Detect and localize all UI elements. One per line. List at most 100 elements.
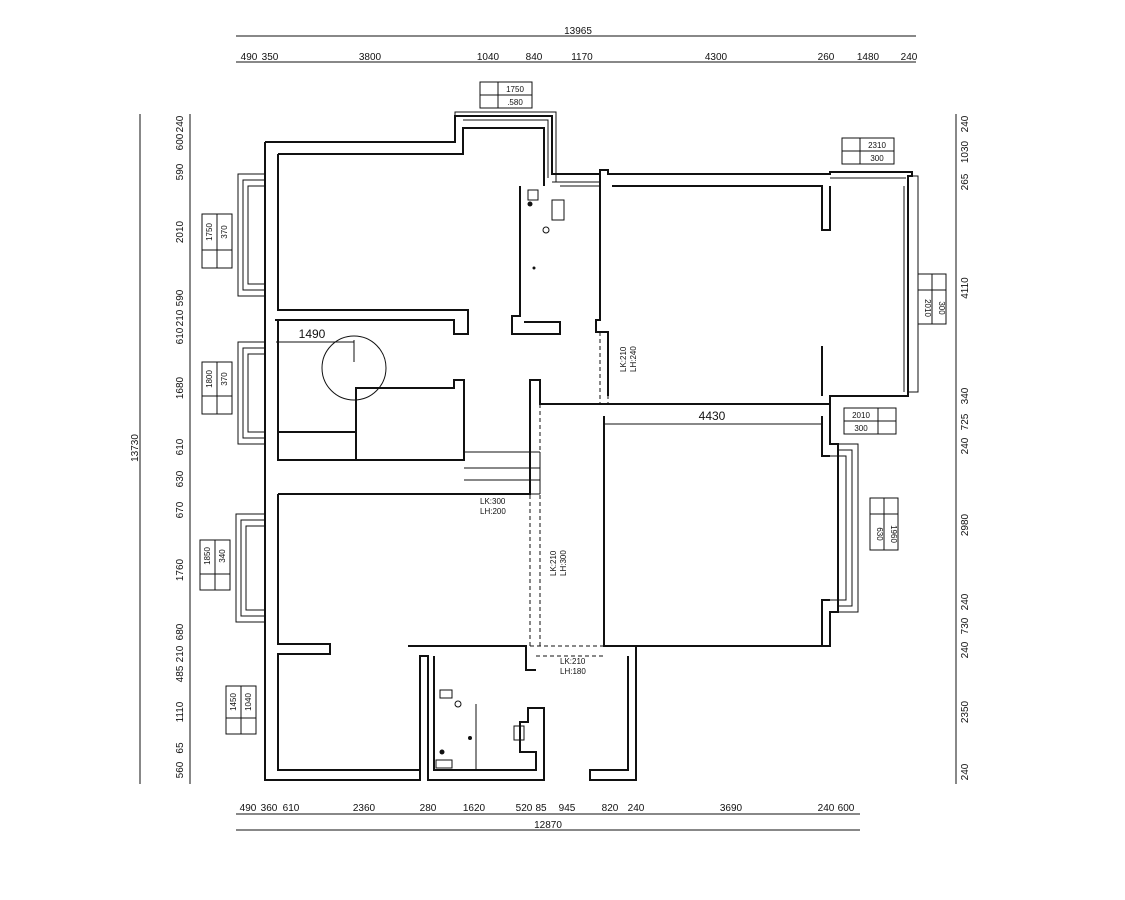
- window-tag-5-b: 300: [854, 424, 868, 433]
- window-tag-5: 2010 300: [843, 407, 897, 435]
- dim-top-5: 1170: [571, 52, 593, 63]
- dim-bottom-9: 820: [602, 803, 619, 814]
- dim-left-17: 560: [175, 761, 186, 778]
- dim-top-4: 840: [526, 52, 543, 63]
- opening-sub-1: LH:200: [480, 507, 506, 516]
- windows: [235, 111, 919, 623]
- window-tag-4: 2010 300: [917, 273, 947, 325]
- window-tag-5-a: 2010: [852, 411, 870, 420]
- dim-bottom-1: 360: [261, 803, 278, 814]
- window-tag-3: 1800 370: [201, 361, 233, 415]
- dim-right-11: 2350: [960, 700, 971, 723]
- opening-sub-0: LH:240: [629, 346, 638, 372]
- dim-right-5: 725: [960, 413, 971, 430]
- dim-bottom-0: 490: [240, 803, 257, 814]
- dim-right-2: 265: [960, 173, 971, 190]
- dim-bottom-10: 240: [628, 803, 645, 814]
- dim-right-3: 4110: [960, 277, 971, 299]
- dim-right-6: 240: [960, 437, 971, 454]
- dim-top-8: 1480: [857, 52, 880, 63]
- window-tag-4-b: 300: [937, 301, 946, 315]
- dim-left-16: 65: [175, 742, 186, 754]
- dims-right: 240 1030 265 4110 340 725 240 2980 240 7…: [960, 115, 971, 780]
- dim-left-13: 210: [175, 645, 186, 662]
- dim-top-6: 4300: [705, 52, 728, 63]
- dims-left: 240 600 590 2010 590 210 610 1680 610 63…: [175, 115, 186, 778]
- dim-left-5: 210: [175, 309, 186, 326]
- dim-bottom-5: 1620: [463, 803, 486, 814]
- dim-bottom-11: 3690: [720, 803, 743, 814]
- dim-left-7: 1680: [175, 376, 186, 399]
- door-swing: [276, 335, 387, 401]
- dashed-openings: [529, 332, 609, 657]
- window-tag-6-b: 630: [875, 527, 884, 541]
- window-tag-2: 1750 370: [201, 213, 233, 269]
- dim-right-12: 240: [960, 763, 971, 780]
- dim-left-0: 240: [175, 115, 186, 132]
- opening-label-0: LK:210: [619, 346, 628, 372]
- window-tag-1-a: 2310: [868, 141, 886, 150]
- dim-top-9: 240: [901, 52, 918, 63]
- dim-bottom-4: 280: [420, 803, 437, 814]
- fixtures: [435, 189, 565, 769]
- dim-right-7: 2980: [960, 513, 971, 536]
- window-tag-2-a: 1750: [205, 223, 214, 241]
- dim-4430: 4430: [699, 409, 726, 423]
- dim-right-8: 240: [960, 593, 971, 610]
- window-tag-7-b: 340: [218, 549, 227, 563]
- opening-label-1: LK:300: [480, 497, 506, 506]
- dim-left-15: 1110: [175, 701, 186, 722]
- dim-right-4: 340: [960, 387, 971, 404]
- dim-bottom-8: 945: [559, 803, 576, 814]
- opening-sub-3: LH:180: [560, 667, 586, 676]
- window-tags: 1750 .580 2310 300 1750 370 1800 370: [199, 81, 947, 735]
- walls: [264, 115, 913, 781]
- dim-top-1: 350: [262, 52, 279, 63]
- window-tag-7: 1850 340: [199, 539, 231, 591]
- dim-top-3: 1040: [477, 52, 500, 63]
- window-tag-8-b: 1040: [244, 693, 253, 711]
- dim-left-1: 600: [175, 133, 186, 150]
- dim-left-10: 670: [175, 501, 186, 518]
- dim-left-4: 590: [175, 289, 186, 306]
- dim-overall-top: 13965: [564, 26, 592, 37]
- window-tag-8-a: 1450: [229, 693, 238, 711]
- stair-treads: [464, 451, 541, 495]
- opening-label-2: LK:210: [549, 550, 558, 576]
- dim-left-2: 590: [175, 163, 186, 180]
- dim-top-2: 3800: [359, 52, 382, 63]
- dim-right-10: 240: [960, 641, 971, 658]
- dim-overall-left: 13730: [130, 434, 141, 462]
- window-tag-2-b: 370: [220, 225, 229, 239]
- dim-left-6: 610: [175, 327, 186, 344]
- dim-bottom-7: 85: [535, 803, 547, 814]
- dim-bottom-6: 520: [516, 803, 533, 814]
- window-tag-1-b: 300: [870, 154, 884, 163]
- window-tag-3-b: 370: [220, 372, 229, 386]
- dim-1490: 1490: [299, 327, 326, 341]
- dim-top-7: 260: [818, 52, 835, 63]
- dim-bottom-12: 240: [818, 803, 835, 814]
- window-tag-6: 630 1960: [869, 497, 899, 551]
- window-tag-1: 2310 300: [841, 137, 895, 165]
- window-tag-3-a: 1800: [205, 370, 214, 388]
- window-tag-6-a: 1960: [889, 525, 898, 543]
- dim-bottom-2: 610: [283, 803, 300, 814]
- window-tag-4-a: 2010: [923, 299, 932, 317]
- dim-left-11: 1760: [175, 558, 186, 581]
- dim-left-14: 485: [175, 665, 186, 682]
- opening-labels: LK:210 LH:240 LK:300 LH:200 LK:210 LH:30…: [480, 346, 638, 676]
- dim-overall-bottom: 12870: [534, 820, 562, 831]
- window-tag-0: 1750 .580: [479, 81, 533, 109]
- window-tag-0-b: .580: [507, 98, 523, 107]
- dim-bottom-13: 600: [838, 803, 855, 814]
- dim-left-3: 2010: [175, 220, 186, 243]
- window-tag-0-a: 1750: [506, 85, 524, 94]
- dim-top-0: 490: [241, 52, 258, 63]
- opening-label-3: LK:210: [560, 657, 586, 666]
- dims-bottom: 490 360 610 2360 280 1620 520 85 945 820…: [240, 803, 855, 814]
- dim-left-8: 610: [175, 438, 186, 455]
- dimension-lines: [139, 35, 957, 831]
- dim-bottom-3: 2360: [353, 803, 376, 814]
